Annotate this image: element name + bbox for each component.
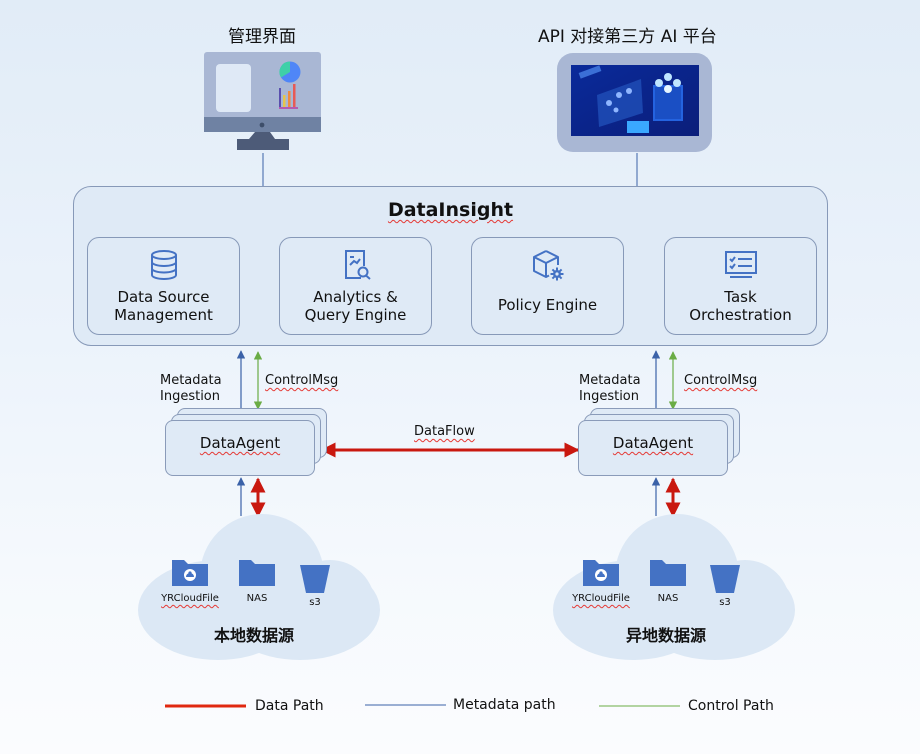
module-label: Data Source Management (114, 288, 213, 324)
module-data-source-management[interactable]: Data Source Management (87, 237, 240, 335)
report-search-icon (344, 250, 371, 280)
source-label: NAS (246, 593, 268, 604)
local-source-title: 本地数据源 (214, 626, 295, 645)
datainsight-title: DataInsight (387, 199, 514, 221)
local-yrcloudfile[interactable]: YRCloudFile (157, 558, 223, 604)
datainsight-panel: DataInsight Data Source Management Ana (73, 186, 828, 346)
module-label: Policy Engine (497, 296, 598, 314)
ai-platform-image (557, 53, 712, 152)
local-nas[interactable]: NAS (236, 558, 278, 604)
agent-card-front: DataAgent (578, 420, 728, 476)
left-dataagent[interactable]: DataAgent (165, 408, 327, 478)
source-label: YRCloudFile (572, 593, 630, 604)
admin-ui-title: 管理界面 (228, 27, 296, 47)
left-metadata-ingestion-label: Metadata Ingestion (160, 373, 222, 404)
checklist-monitor-icon (724, 251, 757, 278)
remote-nas[interactable]: NAS (647, 558, 689, 604)
yrcloudfile-folder-icon (172, 560, 208, 586)
module-label: Analytics & Query Engine (304, 288, 407, 324)
source-label: NAS (657, 593, 679, 604)
legend-data-path-label: Data Path (255, 698, 324, 714)
bucket-icon (710, 565, 740, 593)
yrcloudfile-folder-icon (583, 560, 619, 586)
dataagent-label: DataAgent (612, 434, 694, 452)
source-label: s3 (719, 597, 731, 608)
module-task-orchestration[interactable]: Task Orchestration (664, 237, 817, 335)
local-s3[interactable]: s3 (300, 563, 330, 608)
legend-metadata-path-label: Metadata path (453, 697, 556, 713)
left-controlmsg-label: ControlMsg (265, 373, 339, 388)
remote-source-title: 异地数据源 (626, 626, 707, 645)
agent-card-front: DataAgent (165, 420, 315, 476)
module-analytics-query-engine[interactable]: Analytics & Query Engine (279, 237, 432, 335)
remote-yrcloudfile[interactable]: YRCloudFile (568, 558, 634, 604)
source-label: s3 (309, 597, 321, 608)
database-icon (150, 250, 177, 280)
cube-gear-icon (532, 250, 563, 281)
folder-icon (239, 560, 275, 586)
module-label: Task Orchestration (689, 288, 792, 324)
api-platform-title: API 对接第三方 AI 平台 (538, 27, 717, 47)
source-label: YRCloudFile (161, 593, 219, 604)
dataagent-label: DataAgent (199, 434, 281, 452)
remote-s3[interactable]: s3 (710, 563, 740, 608)
legend-control-path-label: Control Path (688, 698, 774, 714)
right-dataagent[interactable]: DataAgent (578, 408, 740, 478)
dataflow-label: DataFlow (414, 424, 475, 439)
right-controlmsg-label: ControlMsg (684, 373, 758, 388)
right-metadata-ingestion-label: Metadata Ingestion (579, 373, 641, 404)
monitor-dashboard-icon (203, 51, 323, 152)
bucket-icon (300, 565, 330, 593)
module-policy-engine[interactable]: Policy Engine (471, 237, 624, 335)
folder-icon (650, 560, 686, 586)
